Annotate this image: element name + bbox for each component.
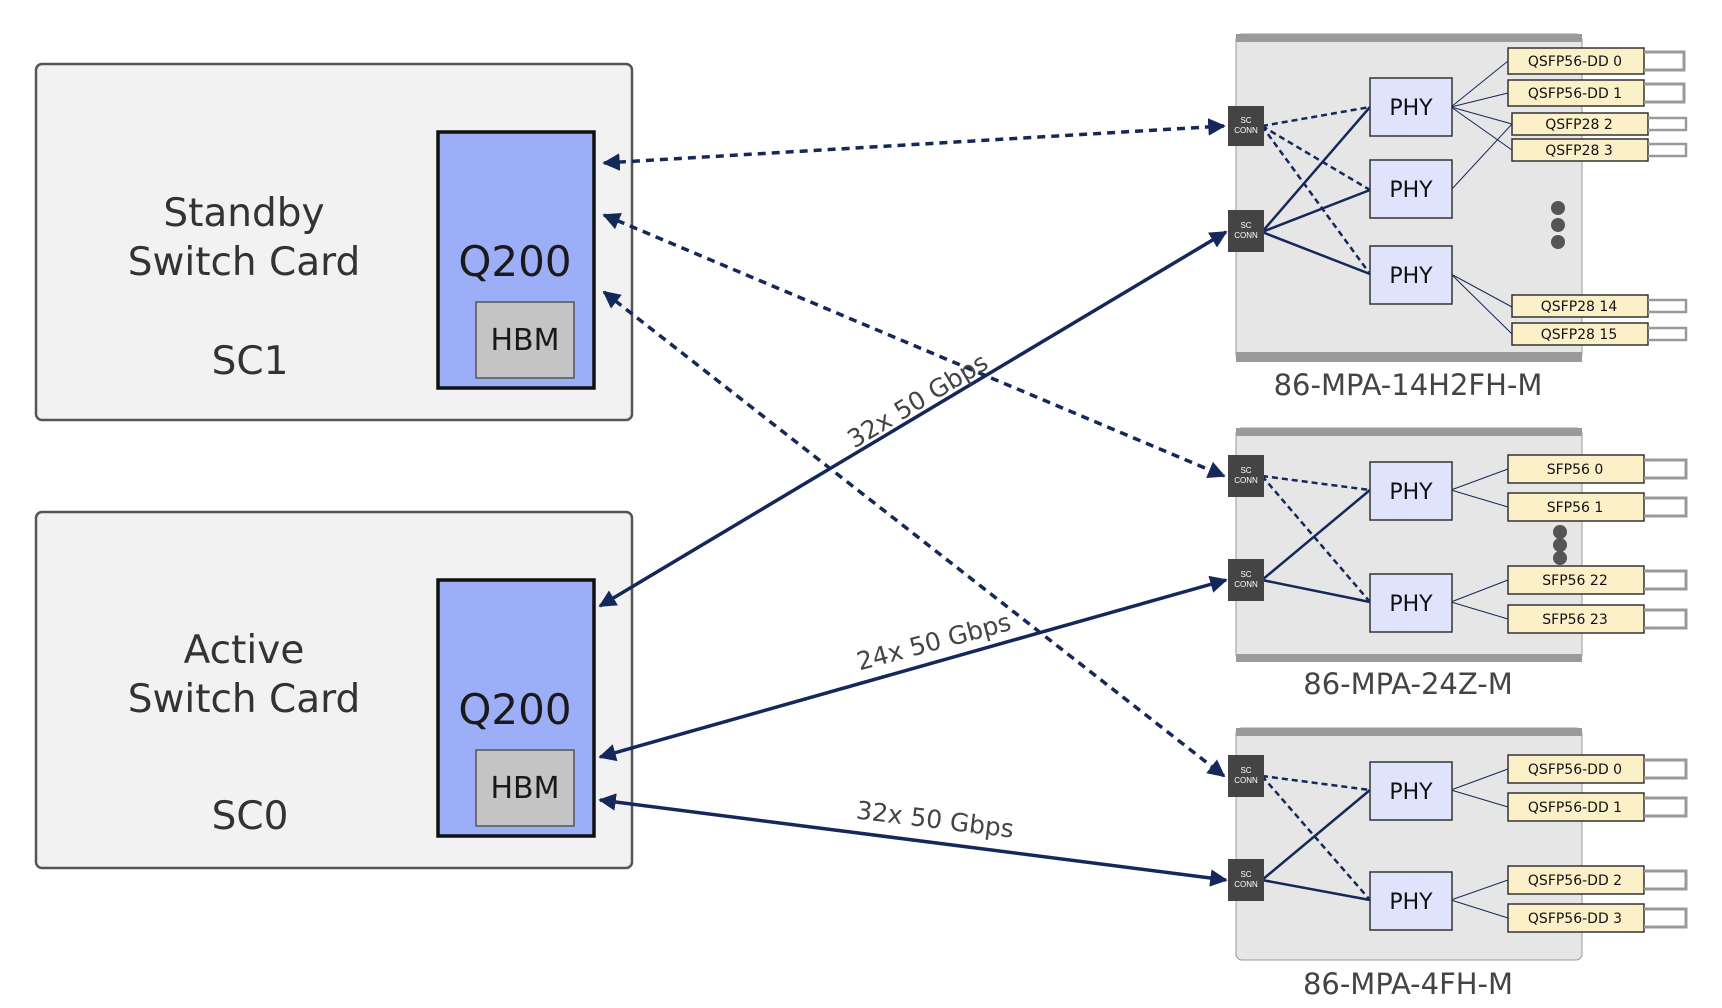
active-card-title-line2: Switch Card xyxy=(128,677,361,722)
module-4fh-traces xyxy=(1261,768,1509,919)
svg-text:SFP56 22: SFP56 22 xyxy=(1542,573,1607,589)
svg-text:SFP56 23: SFP56 23 xyxy=(1542,612,1607,628)
module-14h2fh-traces xyxy=(1260,60,1513,335)
standby-asic-label: Q200 xyxy=(458,237,571,286)
module-14h2fh: 86-MPA-14H2FH-M SC CONN SC CONN xyxy=(1228,33,1688,402)
svg-text:CONN: CONN xyxy=(1234,126,1258,135)
module-4fh-sc-conn-top: SC CONN xyxy=(1228,755,1264,797)
link-standby-to-24z xyxy=(602,213,1226,478)
svg-text:QSFP28 3: QSFP28 3 xyxy=(1545,143,1613,159)
module-24z-phy-1-label: PHY xyxy=(1389,480,1433,505)
link-active-to-14h2fh xyxy=(598,230,1228,608)
svg-text:QSFP56-DD 1: QSFP56-DD 1 xyxy=(1528,86,1622,102)
active-card-title-line1: Active xyxy=(184,628,305,673)
module-24z-phy-1 xyxy=(1369,461,1453,521)
link-label-14h2fh: 32x 50 Gbps xyxy=(842,347,993,453)
svg-text:SC: SC xyxy=(1240,766,1251,775)
svg-text:CONN: CONN xyxy=(1234,231,1258,240)
module-24z-phy-2-label: PHY xyxy=(1389,592,1433,617)
module-4fh-phy-1-label: PHY xyxy=(1389,780,1433,805)
module-14h2fh-port-0: QSFP56-DD 0 xyxy=(1507,47,1686,75)
module-14h2fh-port-3: QSFP28 3 xyxy=(1511,138,1688,162)
module-24z-traces xyxy=(1261,468,1509,620)
svg-text:QSFP56-DD 0: QSFP56-DD 0 xyxy=(1528,762,1622,778)
active-card-slot: SC0 xyxy=(212,794,289,839)
module-14h2fh-phy-1 xyxy=(1369,77,1453,137)
active-hbm xyxy=(475,749,575,827)
module-24z-sc-conn-top: SC CONN xyxy=(1228,455,1264,497)
standby-card-slot: SC1 xyxy=(212,339,289,384)
svg-text:QSFP56-DD 3: QSFP56-DD 3 xyxy=(1528,911,1622,927)
link-active-to-4fh xyxy=(598,793,1228,887)
module-24z-name: 86-MPA-24Z-M xyxy=(1303,667,1512,701)
active-asic-label: Q200 xyxy=(458,685,571,734)
module-24z-phy-2 xyxy=(1369,573,1453,633)
svg-text:CONN: CONN xyxy=(1234,776,1258,785)
svg-text:SC: SC xyxy=(1240,870,1251,879)
module-4fh-phy-2 xyxy=(1369,871,1453,931)
standby-card-title-line2: Switch Card xyxy=(128,240,361,285)
module-24z-port-0: SFP56 0 xyxy=(1507,454,1688,484)
standby-card-title-line1: Standby xyxy=(163,191,324,236)
link-label-24z: 24x 50 Gbps xyxy=(854,607,1015,676)
module-24z-port-23: SFP56 23 xyxy=(1507,604,1688,634)
active-hbm-label: HBM xyxy=(490,771,559,806)
svg-text:QSFP28 15: QSFP28 15 xyxy=(1541,327,1617,343)
module-14h2fh-phy-2-label: PHY xyxy=(1389,178,1433,203)
module-14h2fh-phy-1-label: PHY xyxy=(1389,96,1433,121)
module-4fh-port-0: QSFP56-DD 0 xyxy=(1507,754,1688,784)
module-14h2fh-phy-3-label: PHY xyxy=(1389,264,1433,289)
svg-text:QSFP56-DD 0: QSFP56-DD 0 xyxy=(1528,54,1622,70)
module-4fh-phy-2-label: PHY xyxy=(1389,890,1433,915)
svg-text:SC: SC xyxy=(1240,466,1251,475)
module-24z-ellipsis xyxy=(1553,525,1567,565)
active-switch-card: Active Switch Card SC0 Q200 HBM xyxy=(34,510,634,870)
svg-text:SFP56 0: SFP56 0 xyxy=(1547,462,1604,478)
module-14h2fh-sc-conn-bottom: SC CONN xyxy=(1228,210,1264,252)
module-4fh-sc-conn-bottom: SC CONN xyxy=(1228,859,1264,901)
module-14h2fh-port-2: QSFP28 2 xyxy=(1511,112,1688,136)
link-active-to-24z xyxy=(598,575,1228,762)
module-14h2fh-port-14: QSFP28 14 xyxy=(1511,294,1688,318)
svg-text:QSFP56-DD 1: QSFP56-DD 1 xyxy=(1528,800,1622,816)
module-4fh-port-2: QSFP56-DD 2 xyxy=(1507,865,1688,895)
svg-text:QSFP28 14: QSFP28 14 xyxy=(1541,299,1618,315)
svg-text:CONN: CONN xyxy=(1234,580,1258,589)
module-24z-port-1: SFP56 1 xyxy=(1507,492,1688,522)
standby-hbm xyxy=(475,301,575,379)
link-standby-to-14h2fh xyxy=(602,118,1226,171)
module-4fh-name: 86-MPA-4FH-M xyxy=(1303,967,1513,1001)
svg-text:CONN: CONN xyxy=(1234,880,1258,889)
svg-text:CONN: CONN xyxy=(1234,476,1258,485)
svg-text:QSFP28 2: QSFP28 2 xyxy=(1545,117,1613,133)
module-14h2fh-phy-3 xyxy=(1369,245,1453,305)
module-24z-port-22: SFP56 22 xyxy=(1507,565,1688,595)
module-4fh-port-3: QSFP56-DD 3 xyxy=(1507,903,1688,933)
standby-switch-card: Standby Switch Card SC1 Q200 HBM xyxy=(34,62,634,422)
module-4fh: 86-MPA-4FH-M SC CONN SC CONN PHY PHY xyxy=(1228,727,1688,1001)
svg-text:SC: SC xyxy=(1240,570,1251,579)
module-14h2fh-ellipsis xyxy=(1551,201,1565,249)
module-14h2fh-sc-conn-top: SC CONN xyxy=(1228,106,1264,146)
svg-text:SFP56 1: SFP56 1 xyxy=(1547,500,1604,516)
svg-text:QSFP56-DD 2: QSFP56-DD 2 xyxy=(1528,873,1622,889)
links xyxy=(598,118,1228,887)
module-4fh-port-1: QSFP56-DD 1 xyxy=(1507,792,1688,822)
module-14h2fh-name: 86-MPA-14H2FH-M xyxy=(1274,368,1543,402)
standby-hbm-label: HBM xyxy=(490,323,559,358)
module-14h2fh-port-15: QSFP28 15 xyxy=(1511,322,1688,346)
module-4fh-phy-1 xyxy=(1369,761,1453,821)
module-24z: 86-MPA-24Z-M SC CONN SC CONN PHY PHY xyxy=(1228,427,1688,701)
svg-text:SC: SC xyxy=(1240,116,1251,125)
module-14h2fh-port-1: QSFP56-DD 1 xyxy=(1507,79,1686,107)
svg-text:SC: SC xyxy=(1240,221,1251,230)
module-14h2fh-phy-2 xyxy=(1369,159,1453,219)
module-24z-sc-conn-bottom: SC CONN xyxy=(1228,559,1264,601)
link-standby-to-4fh xyxy=(602,290,1226,778)
